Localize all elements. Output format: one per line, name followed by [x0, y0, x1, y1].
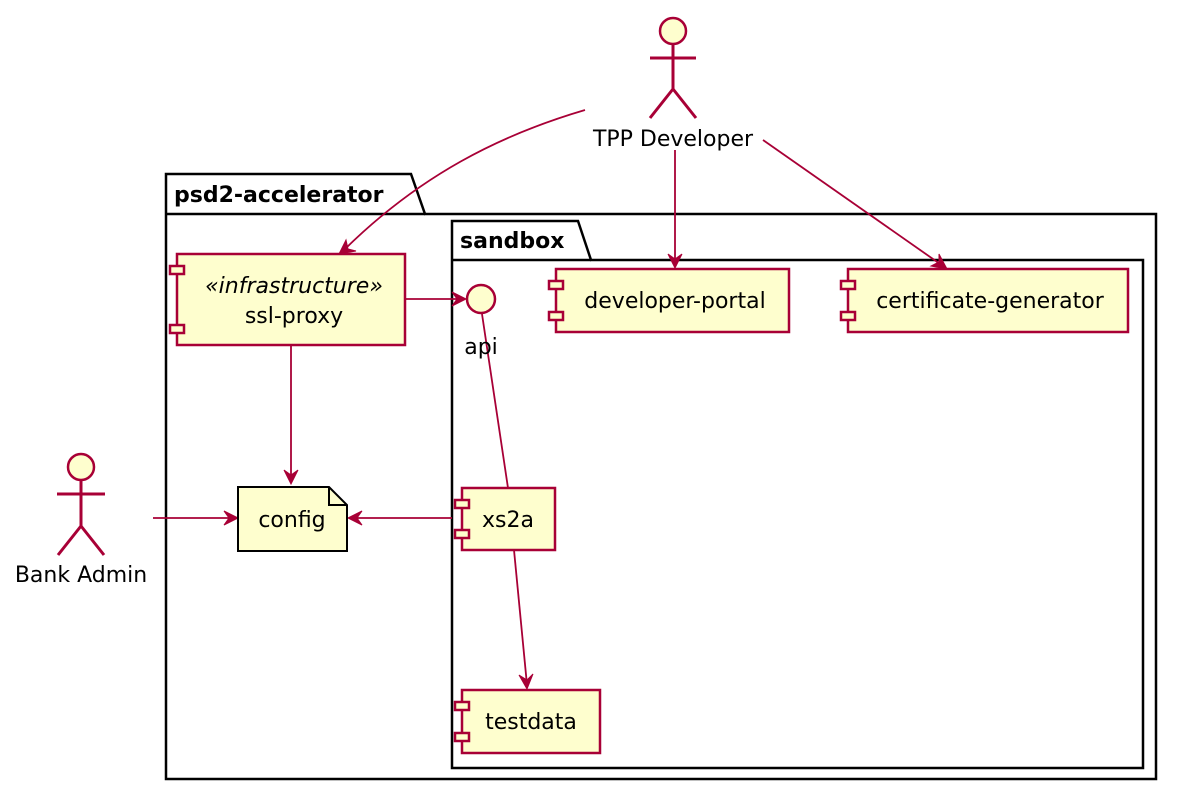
package-title-sandbox: sandbox: [460, 229, 564, 254]
interface-api: api: [464, 283, 498, 360]
component-label-testdata: testdata: [485, 710, 577, 735]
edge-tpp-to-ssl-proxy: [343, 109, 586, 251]
edges: [153, 109, 948, 691]
edge-xs2a-to-testdata: [513, 549, 528, 686]
actor-tpp-developer: TPP Developer: [592, 16, 754, 152]
component-label-certificate-generator: certificate-generator: [876, 289, 1105, 314]
note-config: config: [237, 486, 348, 552]
note-label-config: config: [258, 508, 325, 533]
component-ssl-proxy: «infrastructure» ssl-proxy: [168, 252, 407, 347]
component-label-ssl-proxy: ssl-proxy: [245, 304, 343, 329]
package-sandbox: sandbox: [450, 219, 1145, 770]
component-stereotype-ssl-proxy: «infrastructure»: [205, 274, 383, 299]
package-psd2-accelerator: psd2-accelerator: [164, 172, 1158, 781]
component-label-developer-portal: developer-portal: [584, 289, 765, 314]
interface-label-api: api: [464, 335, 498, 360]
edge-tpp-to-certificate-generator: [762, 139, 944, 267]
edge-api-to-xs2a: [481, 313, 509, 489]
component-developer-portal: developer-portal: [547, 267, 791, 334]
actor-bank-admin: Bank Admin: [15, 452, 147, 588]
actor-label-tpp-developer: TPP Developer: [592, 127, 754, 152]
component-testdata: testdata: [453, 688, 602, 755]
component-certificate-generator: certificate-generator: [839, 267, 1130, 334]
component-xs2a: xs2a: [453, 486, 557, 552]
component-label-xs2a: xs2a: [482, 508, 534, 533]
actor-label-bank-admin: Bank Admin: [15, 563, 147, 588]
package-title-psd2-accelerator: psd2-accelerator: [174, 183, 384, 208]
